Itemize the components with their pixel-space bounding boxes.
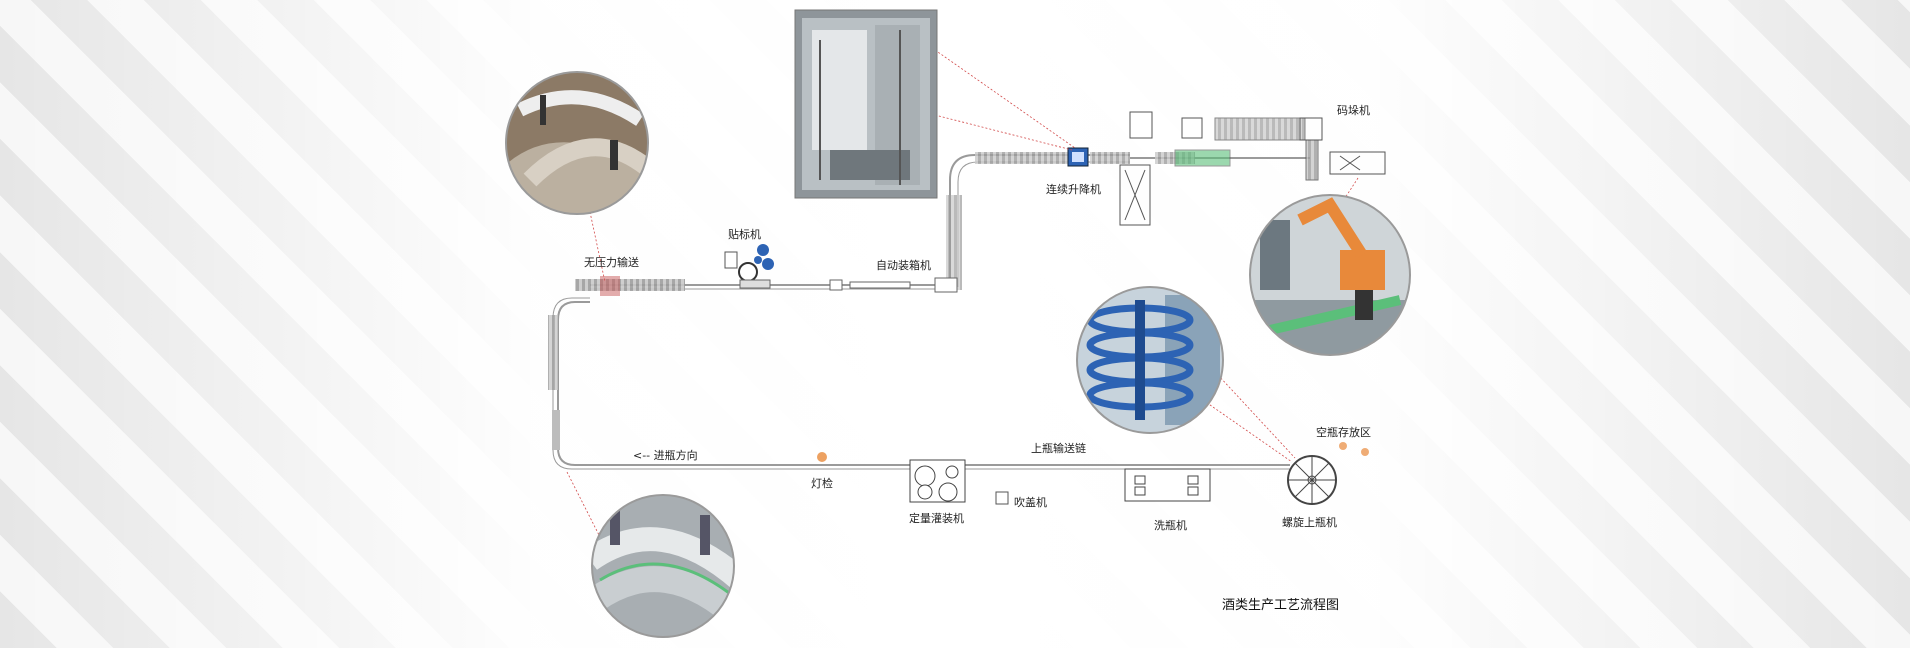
label-empty-bottle-storage: 空瓶存放区 xyxy=(1316,426,1371,439)
bottle-washer-machine xyxy=(1124,468,1211,502)
photo-no-pressure-conveyor xyxy=(505,71,649,215)
label-labeler: 贴标机 xyxy=(728,228,761,241)
label-bottle-in-direction: <-- 进瓶方向 xyxy=(633,449,698,462)
label-cap-blower: 吹盖机 xyxy=(1014,496,1047,509)
spiral-loader-machine xyxy=(1287,455,1337,505)
label-palletizer: 码垛机 xyxy=(1337,104,1370,117)
label-spiral-bottle-loader: 螺旋上瓶机 xyxy=(1282,516,1337,529)
label-upper-bottle-chain: 上瓶输送链 xyxy=(1031,442,1086,455)
continuous-lifter-machine xyxy=(1067,147,1089,167)
photo-lifter-machine xyxy=(794,9,938,199)
labeler-machine xyxy=(724,244,774,289)
case-packer-machine xyxy=(829,277,958,293)
palletizer-layout xyxy=(1119,111,1386,226)
conveyor-segments xyxy=(548,152,1195,450)
label-light-inspection: 灯检 xyxy=(811,477,833,490)
label-auto-case-packer: 自动装箱机 xyxy=(876,259,931,272)
photo-bottle-chain xyxy=(591,494,735,638)
cap-blower-box xyxy=(995,491,1009,505)
diagram-title: 酒类生产工艺流程图 xyxy=(1222,598,1340,613)
photo-palletizer-robot xyxy=(1249,194,1411,356)
label-no-pressure-conveyor: 无压力输送 xyxy=(584,256,639,269)
photo-spiral-elevator xyxy=(1076,286,1224,434)
empty-bottle-markers xyxy=(1339,442,1369,456)
callout-lines xyxy=(566,49,1359,538)
filler-machine xyxy=(909,459,966,503)
light-inspection-lamp xyxy=(817,452,827,462)
label-continuous-lifter: 连续升降机 xyxy=(1046,183,1101,196)
label-bottle-washer: 洗瓶机 xyxy=(1154,519,1187,532)
label-quantitative-filler: 定量灌装机 xyxy=(909,512,964,525)
